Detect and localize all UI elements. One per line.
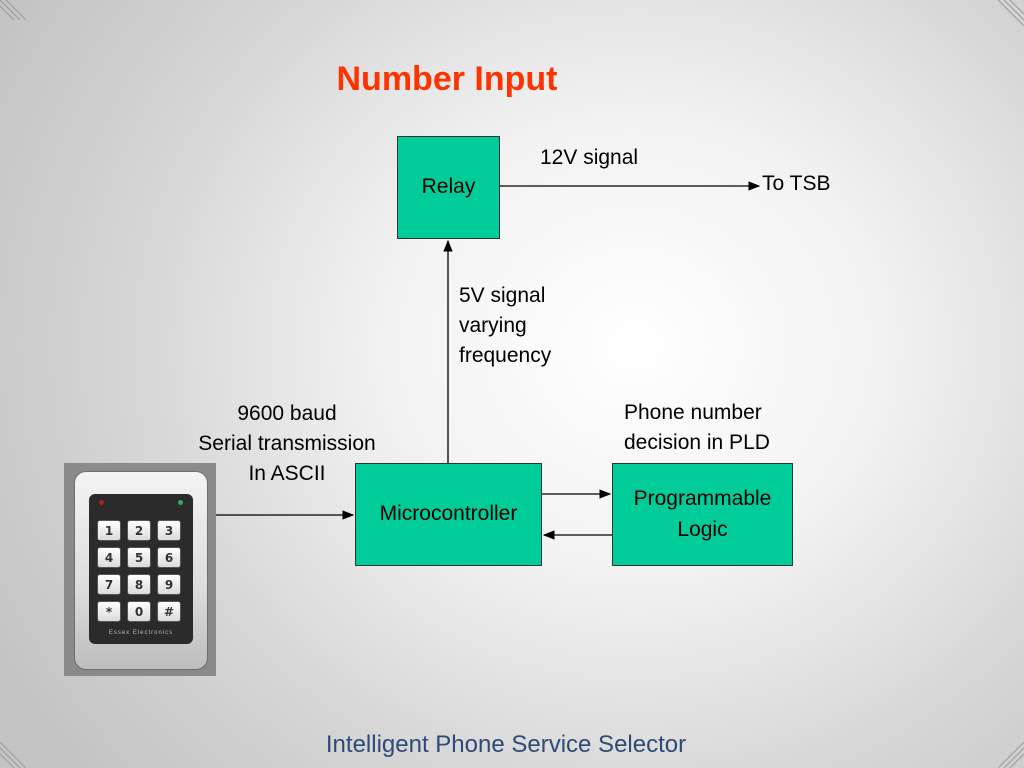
keypad-image: 1 2 3 4 5 6 7 8 9 * 0 # Essex Electronic…: [64, 463, 216, 676]
label-5v-line-1: 5V signal: [459, 284, 546, 307]
label-to-tsb: To TSB: [762, 172, 831, 195]
key-hash: #: [157, 601, 181, 622]
relay-label: Relay: [421, 175, 476, 199]
key-star: *: [97, 601, 121, 622]
keypad-body: 1 2 3 4 5 6 7 8 9 * 0 # Essex Electronic…: [74, 471, 208, 670]
key-0: 0: [127, 601, 151, 622]
label-serial-line-3: In ASCII: [248, 462, 326, 485]
key-4: 4: [97, 547, 121, 568]
keypad-brand: Essex Electronics: [108, 630, 174, 636]
label-serial-line-2: Serial transmission: [198, 432, 376, 455]
label-5v-line-3: frequency: [459, 344, 552, 367]
label-phone-line-2: decision in PLD: [624, 431, 770, 454]
label-12v-signal: 12V signal: [540, 146, 639, 169]
pld-label-line-1: Programmable: [633, 487, 772, 511]
label-5v-signal: 5V signal varying frequency: [459, 281, 551, 371]
label-phone-decision: Phone number decision in PLD: [624, 398, 770, 458]
relay-block: Relay: [397, 136, 500, 239]
label-serial-line-1: 9600 baud: [237, 402, 337, 425]
programmable-logic-block: Programmable Logic: [612, 463, 793, 566]
microcontroller-block: Microcontroller: [355, 463, 542, 566]
label-serial-transmission: 9600 baud Serial transmission In ASCII: [170, 399, 404, 489]
key-8: 8: [127, 574, 151, 595]
slide-title: Number Input: [336, 60, 558, 98]
key-7: 7: [97, 574, 121, 595]
key-2: 2: [127, 520, 151, 541]
label-5v-line-2: varying: [459, 314, 527, 337]
key-9: 9: [157, 574, 181, 595]
keypad-keys: 1 2 3 4 5 6 7 8 9 * 0 #: [97, 520, 185, 622]
slide-footer: Intelligent Phone Service Selector: [325, 731, 687, 758]
key-6: 6: [157, 547, 181, 568]
microcontroller-label: Microcontroller: [379, 502, 518, 526]
key-5: 5: [127, 547, 151, 568]
keypad-face: 1 2 3 4 5 6 7 8 9 * 0 # Essex Electronic…: [89, 494, 193, 644]
green-led-icon: [178, 500, 183, 505]
label-phone-line-1: Phone number: [624, 401, 762, 424]
red-led-icon: [99, 500, 104, 505]
pld-label-line-2: Logic: [677, 517, 728, 541]
key-1: 1: [97, 520, 121, 541]
key-3: 3: [157, 520, 181, 541]
